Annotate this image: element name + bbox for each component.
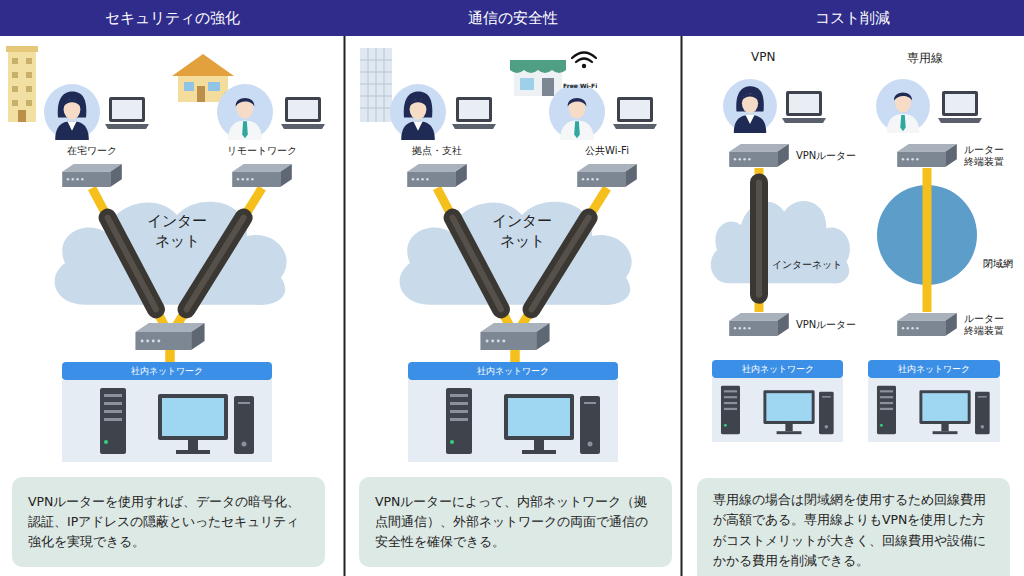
internet-cloud: インター ネット xyxy=(45,188,295,313)
network-band: 社内ネットワーク xyxy=(62,362,272,380)
router-label: 拠点・支社 xyxy=(412,144,462,158)
vpn-connection xyxy=(927,168,928,312)
router-node: ルーター 終端装置 xyxy=(896,312,1020,337)
column-label: VPN xyxy=(751,50,775,64)
network-label: 社内ネットワーク xyxy=(898,363,970,376)
router-node: 公共Wi-Fi xyxy=(562,144,652,188)
router-label: リモートワーク xyxy=(227,144,297,158)
network-band: 社内ネットワーク xyxy=(868,360,1000,378)
wifi-label: Free Wi-Fi xyxy=(563,82,597,89)
router-icon xyxy=(576,163,638,188)
router-label: 公共Wi-Fi xyxy=(585,144,629,158)
router-label: VPNルーター xyxy=(796,319,848,331)
description-box: VPNルーターを使用すれば、データの暗号化、認証、IPアドレスの隠蔽といったセキ… xyxy=(12,477,325,567)
router-node: ルーター 終端装置 xyxy=(896,143,1020,168)
vpn-tunnel xyxy=(453,218,501,310)
closed-network: 閉域網 xyxy=(877,185,1017,285)
router-node: VPNルーター xyxy=(728,143,850,168)
router-icon xyxy=(406,163,468,188)
vpn-tunnel xyxy=(750,182,768,294)
internet-cloud: インターネット xyxy=(705,190,855,290)
router-node: 拠点・支社 xyxy=(392,144,482,188)
description-box: VPNルーターによって、内部ネットワーク（拠点間通信）、外部ネットワークの両面で… xyxy=(359,477,672,567)
router-label: ルーター 終端装置 xyxy=(964,313,1016,337)
router-icon xyxy=(896,143,958,168)
cloud-shape xyxy=(45,188,295,313)
router-icon xyxy=(728,143,790,168)
vpn-tunnel xyxy=(187,218,244,310)
internet-cloud: インター ネット xyxy=(390,188,640,313)
connection-line xyxy=(755,168,764,312)
closed-network-circle xyxy=(877,185,977,285)
vpn-tunnel-highlight xyxy=(756,182,762,294)
network-band: 社内ネットワーク xyxy=(712,360,843,378)
panel-title: コスト削減 xyxy=(815,9,890,28)
cloud-label: インターネット xyxy=(772,258,852,271)
panel-title: 通信の安全性 xyxy=(468,9,558,28)
vpn-tunnel-highlight xyxy=(453,218,501,310)
panel-header: コスト削減 xyxy=(681,0,1024,36)
router-label-group: VPNルーター xyxy=(790,319,848,331)
router-label: 在宅ワーク xyxy=(67,144,117,158)
router-icon xyxy=(61,163,123,188)
router-label: VPNルーター xyxy=(796,150,848,162)
vpn-tunnel-highlight xyxy=(532,218,589,310)
router-label-group: ルーター 終端装置 xyxy=(958,144,1016,168)
connection-line xyxy=(923,168,932,312)
column-label: 専用線 xyxy=(907,50,943,67)
description-box: 専用線の場合は閉域網を使用するため回線費用が高額である。専用線よりもVPNを使用… xyxy=(697,478,1010,576)
router-node: VPNルーター xyxy=(728,312,850,337)
vpn-tunnel xyxy=(108,218,156,310)
cloud-shape xyxy=(390,188,640,313)
network-label: 社内ネットワーク xyxy=(742,363,814,376)
network-label: 社内ネットワーク xyxy=(131,365,203,378)
router-label-group: ルーター 終端装置 xyxy=(958,313,1016,337)
closed-network-label: 閉域網 xyxy=(983,257,1024,271)
vpn-tunnel-highlight xyxy=(187,218,244,310)
router-icon xyxy=(896,312,958,337)
vpn-tunnel xyxy=(532,218,589,310)
router-label: ルーター 終端装置 xyxy=(964,144,1016,168)
router-node: リモートワーク xyxy=(217,144,307,188)
cloud-label: インター ネット xyxy=(482,212,562,251)
description-text: 専用線の場合は閉域網を使用するため回線費用が高額である。専用線よりもVPNを使用… xyxy=(713,490,994,571)
router-icon xyxy=(231,163,293,188)
router-node: 在宅ワーク xyxy=(47,144,137,188)
vpn-connection xyxy=(759,168,760,312)
panel-header: セキュリティの強化 xyxy=(0,0,344,36)
description-text: VPNルーターによって、内部ネットワーク（拠点間通信）、外部ネットワークの両面で… xyxy=(375,492,656,553)
cloud-shape xyxy=(705,190,855,290)
network-band: 社内ネットワーク xyxy=(408,362,618,380)
vpn-tunnel-highlight xyxy=(108,218,156,310)
panel-header: 通信の安全性 xyxy=(344,0,681,36)
panel-title: セキュリティの強化 xyxy=(105,9,240,28)
router-icon xyxy=(728,312,790,337)
router-label-group: VPNルーター xyxy=(790,150,848,162)
description-text: VPNルーターを使用すれば、データの暗号化、認証、IPアドレスの隠蔽といったセキ… xyxy=(28,492,309,553)
cloud-label: インター ネット xyxy=(137,212,217,251)
network-label: 社内ネットワーク xyxy=(477,365,549,378)
